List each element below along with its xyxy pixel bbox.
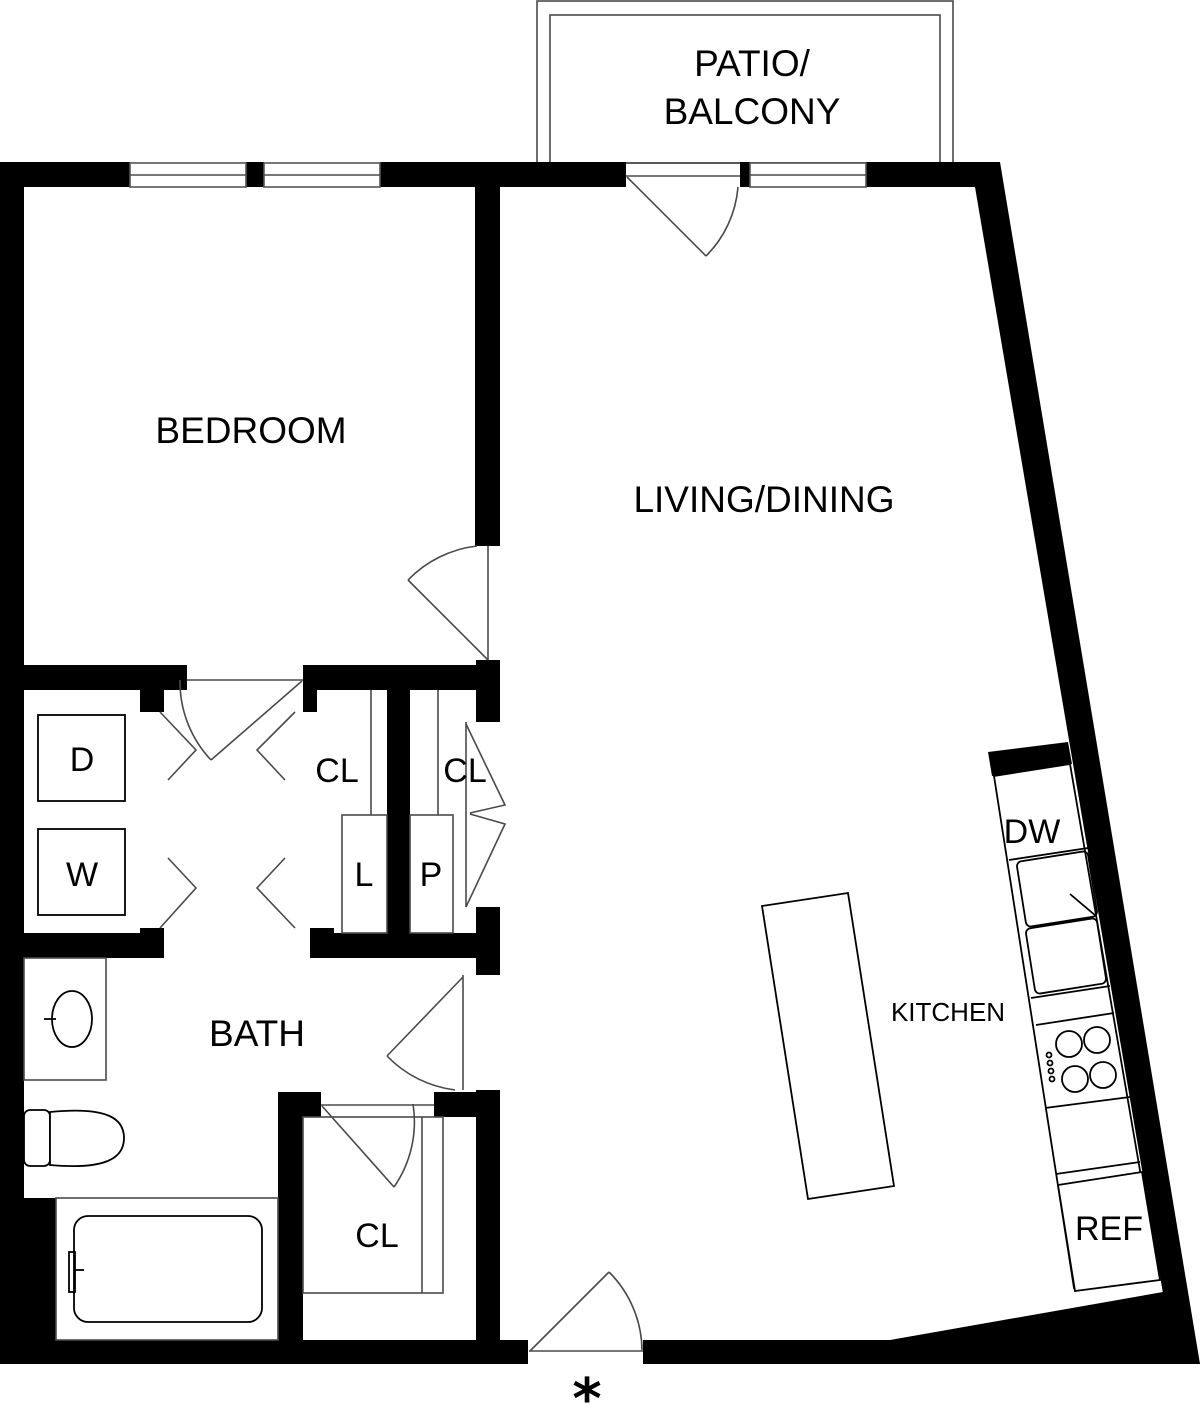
windows: [129, 162, 867, 188]
sink-vanity: [23, 957, 107, 1081]
living-closet-label: CL: [443, 752, 486, 790]
bathtub: [55, 1197, 279, 1341]
living-window: [749, 162, 867, 188]
bedroom-window-left: [129, 162, 247, 188]
laundry-door[interactable]: [179, 679, 303, 761]
washer: W: [37, 828, 126, 916]
kitchen-island: [760, 891, 896, 1201]
kitchen-label: KITCHEN: [891, 997, 1005, 1027]
living-dining-label: LIVING/DINING: [633, 479, 894, 520]
washer-label: W: [66, 856, 98, 894]
patio-label-line2: BALCONY: [664, 91, 841, 132]
refrigerator-label: REF: [1075, 1210, 1143, 1248]
hall-closet-label: CL: [315, 752, 358, 790]
closet-bifold-door[interactable]: [255, 711, 296, 929]
kitchen-counter: DW REF: [992, 762, 1162, 1293]
bedroom-door[interactable]: [407, 545, 489, 661]
bath-closet-door[interactable]: [321, 1103, 434, 1188]
dishwasher-label: DW: [1004, 813, 1061, 851]
interior-walls: [24, 187, 1072, 1340]
entry-marker-icon: *: [572, 1367, 601, 1419]
pantry-label: P: [420, 856, 443, 894]
exterior-walls: [0, 162, 1200, 1364]
patio-label-line1: PATIO/: [694, 43, 811, 84]
dryer-label: D: [70, 741, 95, 779]
patio-door[interactable]: [626, 175, 740, 257]
living-closet-bifold-door[interactable]: [465, 722, 507, 908]
bath-label: BATH: [209, 1013, 305, 1054]
entry-door[interactable]: [529, 1271, 643, 1352]
laundry-bifold-door-left[interactable]: [159, 711, 198, 929]
closet-shelves: [302, 690, 454, 1294]
toilet: [23, 1109, 125, 1167]
linen-label: L: [355, 856, 374, 894]
dryer: D: [37, 714, 126, 802]
bath-door[interactable]: [386, 975, 464, 1091]
bedroom-window-right: [263, 162, 381, 188]
bedroom-label: BEDROOM: [155, 410, 346, 451]
bath-closet-label: CL: [355, 1217, 398, 1255]
patio-balcony: PATIO/ BALCONY: [536, 0, 954, 164]
